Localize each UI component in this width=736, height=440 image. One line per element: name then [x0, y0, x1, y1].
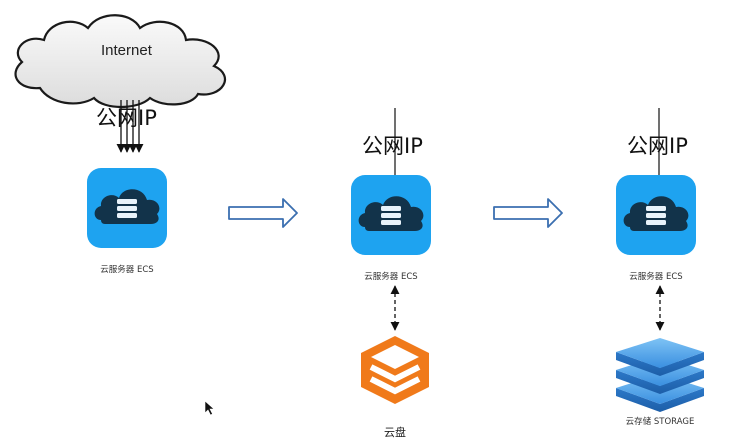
layered-storage-icon: [616, 338, 704, 412]
incoming-traffic-arrows: [116, 100, 144, 153]
hollow-right-arrow-icon: [228, 198, 298, 228]
cloud-server-icon: [351, 175, 431, 255]
public-ip-label: 公网IP: [362, 134, 423, 158]
cloud-disk-icon: [361, 336, 429, 404]
public-ip-label: 公网IP: [627, 134, 688, 158]
server-label: 云服务器 ECS: [364, 272, 418, 282]
storage-label: 云存储 STORAGE: [625, 417, 695, 427]
mouse-cursor-icon: [204, 400, 215, 416]
cloud-disk-label: 云盘: [384, 426, 406, 439]
cloud-server-icon: [87, 168, 167, 248]
internet-label: Internet: [101, 42, 152, 59]
server-label: 云服务器 ECS: [629, 272, 683, 282]
server-label: 云服务器 ECS: [100, 265, 154, 275]
internet-cloud-icon: [14, 14, 227, 108]
hollow-right-arrow-icon: [493, 198, 563, 228]
cloud-server-icon: [616, 175, 696, 255]
public-ip-label: 公网IP: [96, 106, 157, 130]
